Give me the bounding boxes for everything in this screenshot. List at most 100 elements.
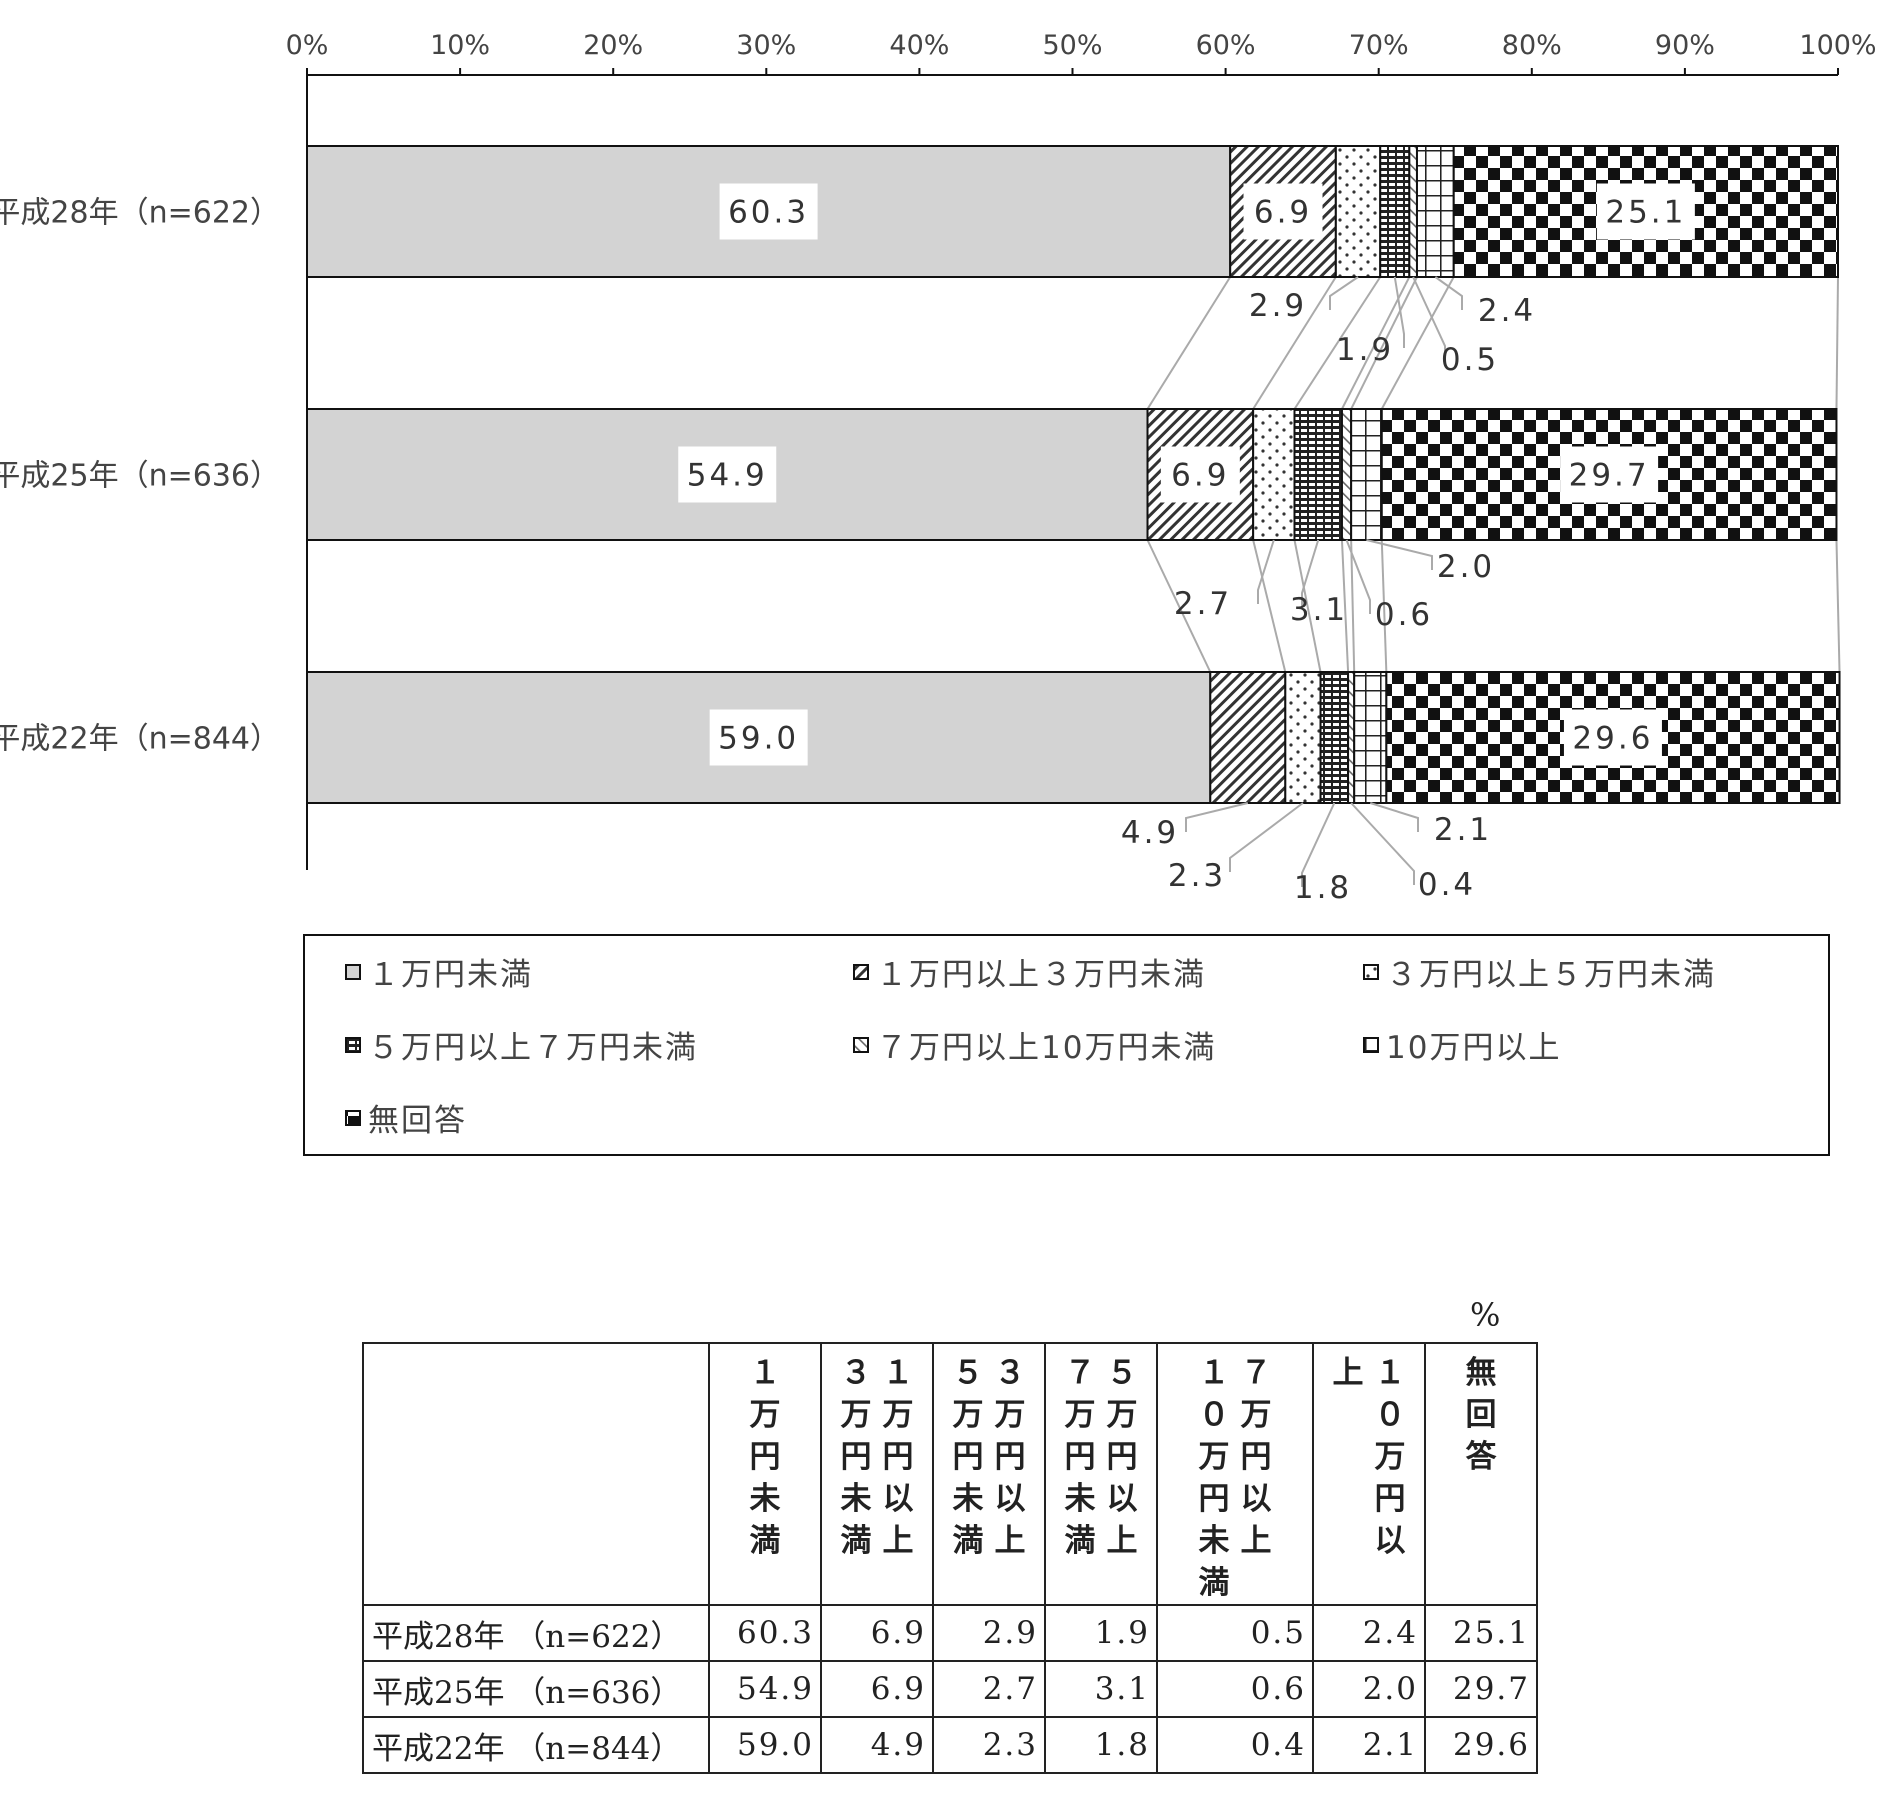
header-char: 上: [1332, 1355, 1364, 1391]
table-row-label: 平成22年 （n=844）: [362, 1716, 710, 1774]
table-cell: 6.9: [820, 1660, 934, 1718]
x-tick-label: 10%: [430, 30, 490, 61]
table-cell: 1.8: [1044, 1716, 1158, 1774]
data-label: 54.9: [687, 458, 768, 494]
table-cell: 60.3: [708, 1604, 822, 1662]
header-char: １: [749, 1355, 781, 1391]
header-char: 満: [1064, 1523, 1096, 1559]
table-cell: 0.5: [1156, 1604, 1314, 1662]
x-tick-label: 40%: [889, 30, 949, 61]
legend-swatch: [853, 964, 869, 980]
data-label: 0.6: [1375, 597, 1433, 633]
header-char: 回: [1465, 1397, 1497, 1433]
table-cell: 59.0: [708, 1716, 822, 1774]
table-row-label: 平成28年 （n=622）: [362, 1604, 710, 1662]
legend-swatch: [345, 1110, 361, 1126]
bar-segment: [1209, 671, 1287, 804]
header-char: 万: [882, 1397, 914, 1433]
header-char: 万: [1064, 1397, 1096, 1433]
series-connector: [1146, 276, 1232, 410]
table-cell: 29.6: [1424, 1716, 1538, 1774]
header-char: 答: [1465, 1439, 1497, 1475]
table-unit: %: [1470, 1296, 1501, 1334]
x-tick-label: 70%: [1349, 30, 1409, 61]
header-char: 満: [840, 1523, 872, 1559]
bar-segment: [1408, 145, 1418, 278]
header-text-column: 無回答: [1460, 1352, 1502, 1478]
legend-swatch: [1363, 964, 1379, 980]
data-label: 60.3: [728, 195, 809, 231]
table-cell: 2.0: [1312, 1660, 1426, 1718]
header-char: 万: [994, 1397, 1026, 1433]
table-cell: 0.4: [1156, 1716, 1314, 1774]
header-char: 万: [1240, 1397, 1272, 1433]
x-tick-label: 30%: [736, 30, 796, 61]
header-char: 未: [840, 1481, 872, 1517]
header-char: 万: [840, 1397, 872, 1433]
header-char: 円: [749, 1439, 781, 1475]
stacked-bar-chart: 0%10%20%30%40%50%60%70%80%90%100% 平成28年（…: [0, 30, 1877, 1156]
leader-line: [1393, 276, 1405, 348]
header-char: 上: [882, 1523, 914, 1559]
header-char: 万: [1374, 1439, 1406, 1475]
leader-line: [1301, 539, 1320, 607]
leader-line: [1434, 276, 1463, 310]
data-label-box: [678, 446, 777, 503]
header-char: ０: [1198, 1397, 1230, 1433]
legend-swatch: [345, 1037, 361, 1053]
table-corner: [362, 1342, 710, 1606]
x-tick-label: 20%: [583, 30, 643, 61]
header-char: ３: [994, 1355, 1026, 1391]
series-connector: [1380, 539, 1388, 673]
leader-line: [1366, 539, 1433, 570]
bar-segment: [1379, 145, 1411, 278]
series-connector: [1252, 539, 1287, 673]
bar-segment: [1293, 408, 1343, 541]
data-label: 1.9: [1336, 332, 1394, 368]
header-char: 円: [1374, 1481, 1406, 1517]
data-label: 2.9: [1249, 288, 1307, 324]
bar-segment: [1353, 671, 1388, 804]
table-cell: 29.7: [1424, 1660, 1538, 1718]
table-cell: 2.7: [932, 1660, 1046, 1718]
data-label: 6.9: [1254, 195, 1312, 231]
series-connector: [1350, 539, 1356, 673]
header-char: 以: [882, 1481, 914, 1517]
data-label: 2.0: [1437, 549, 1495, 585]
x-tick-label: 50%: [1042, 30, 1102, 61]
header-char: ５: [952, 1355, 984, 1391]
data-label-box: [1596, 183, 1695, 240]
header-char: 上: [1240, 1523, 1272, 1559]
header-char: 円: [1240, 1439, 1272, 1475]
header-char: ０: [1374, 1397, 1406, 1433]
table-column-header: 無回答: [1424, 1342, 1538, 1606]
table-cell: 3.1: [1044, 1660, 1158, 1718]
header-char: 満: [749, 1523, 781, 1559]
header-char: 無: [1465, 1355, 1497, 1391]
header-char: 円: [994, 1439, 1026, 1475]
data-label: 2.4: [1478, 293, 1536, 329]
header-char: １: [1198, 1355, 1230, 1391]
table-cell: 1.9: [1044, 1604, 1158, 1662]
bar-segment: [1319, 671, 1350, 804]
legend-swatch: [853, 1037, 869, 1053]
header-char: 円: [1198, 1481, 1230, 1517]
x-axis: 0%10%20%30%40%50%60%70%80%90%100%: [286, 30, 1877, 870]
data-label: 25.1: [1605, 195, 1686, 231]
table-row-label: 平成25年 （n=636）: [362, 1660, 710, 1718]
bar-segment: [1415, 145, 1455, 278]
header-char: 満: [952, 1523, 984, 1559]
series-connector: [1835, 276, 1839, 410]
